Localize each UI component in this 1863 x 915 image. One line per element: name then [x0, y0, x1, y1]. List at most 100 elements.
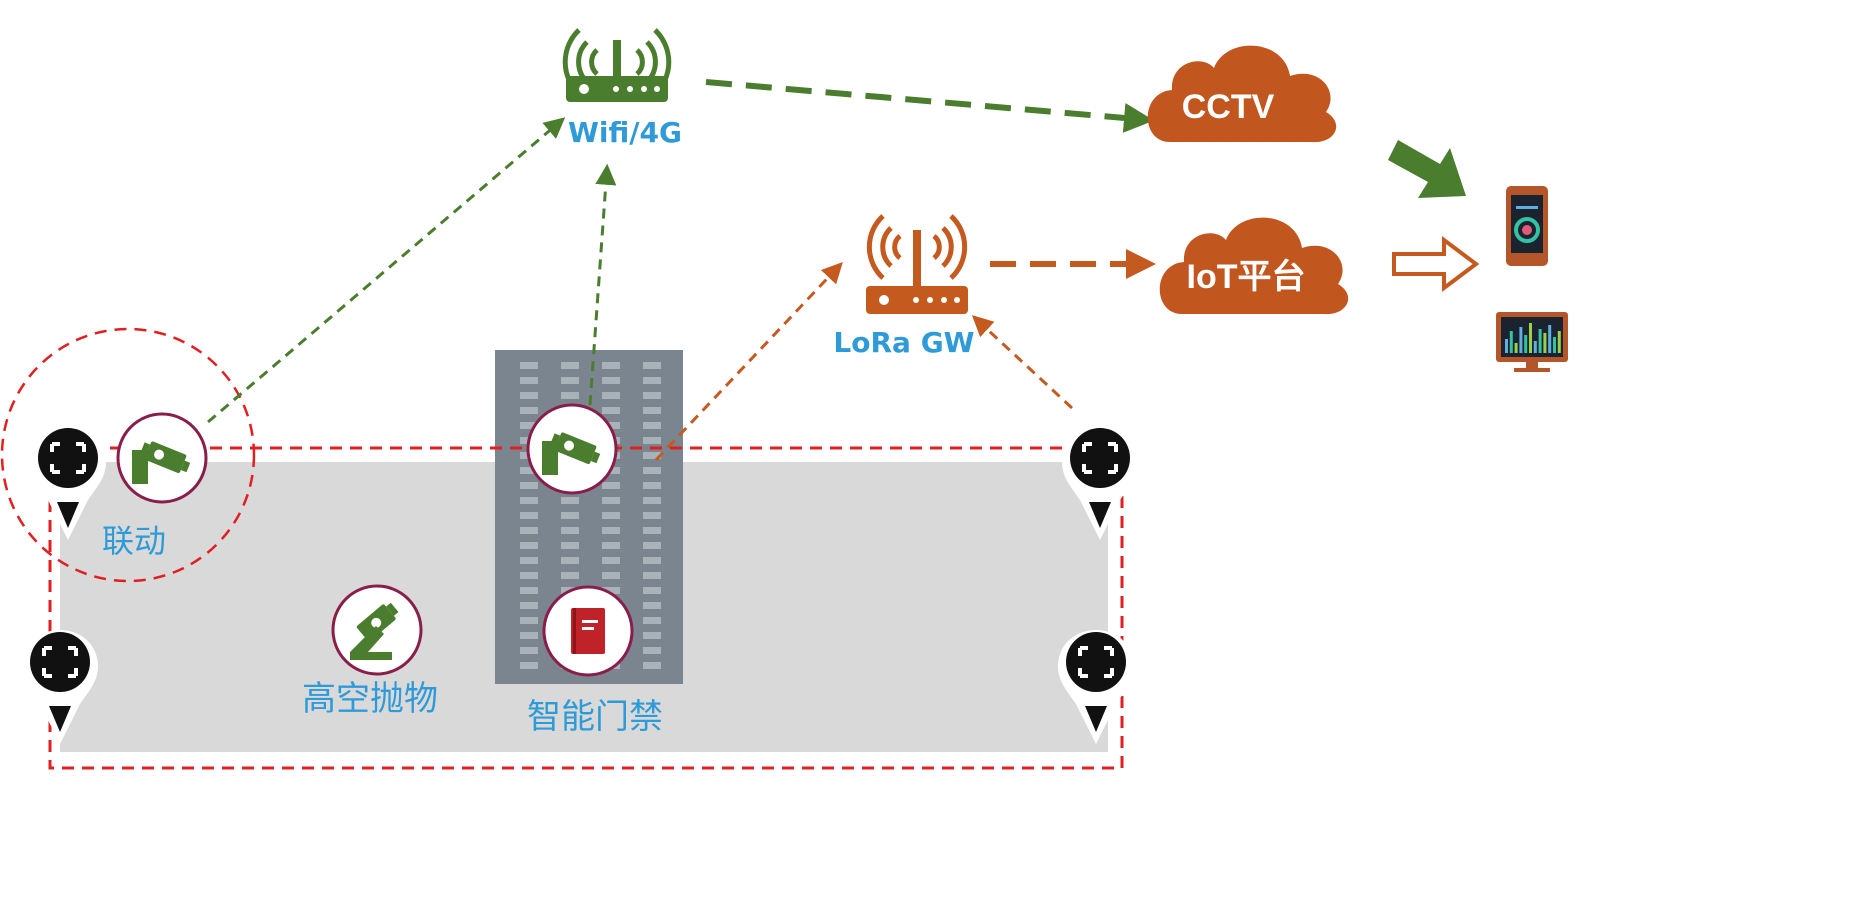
- iot-platform-label: IoT平台: [1187, 258, 1306, 296]
- monitor-bar: [1557, 331, 1561, 353]
- building-window: [602, 512, 620, 519]
- monitor-bar: [1524, 335, 1528, 353]
- building-window: [643, 572, 661, 579]
- building-window: [561, 527, 579, 534]
- building-window: [561, 572, 579, 579]
- building-window: [643, 392, 661, 399]
- monitor-bar: [1514, 343, 1518, 353]
- smartphone-dashboard-icon: [1506, 186, 1548, 266]
- building-window: [602, 587, 620, 594]
- cloud-icon: [1147, 45, 1337, 143]
- building-window: [643, 482, 661, 489]
- cloud-icon: [1159, 217, 1349, 315]
- building-window: [520, 377, 538, 384]
- building-window: [561, 512, 579, 519]
- building-window: [561, 557, 579, 564]
- access-control-label: 智能门禁: [527, 697, 663, 737]
- building-window: [643, 452, 661, 459]
- building-window: [520, 617, 538, 624]
- connection-lines: [207, 79, 1156, 462]
- building-window: [643, 542, 661, 549]
- door-access-icon: [542, 585, 634, 677]
- building-window: [602, 362, 620, 369]
- building-window: [643, 512, 661, 519]
- lora-router-icon: [866, 214, 968, 314]
- building-window: [520, 647, 538, 654]
- building-window: [643, 377, 661, 384]
- building-window: [602, 482, 620, 489]
- building-window: [602, 572, 620, 579]
- building-window: [643, 617, 661, 624]
- monitor-bar: [1529, 323, 1532, 353]
- upward-camera-icon: [331, 584, 423, 676]
- monitor-bar: [1533, 341, 1537, 353]
- building-window: [602, 392, 620, 399]
- link-wifi-to-cctv: [705, 79, 1154, 133]
- building-window: [602, 377, 620, 384]
- linkage-zone-circle: [0, 327, 256, 583]
- building-window: [602, 422, 620, 429]
- arrow-iot-to-devices: [1392, 236, 1480, 292]
- iot-cloud: IoT平台: [1159, 217, 1349, 315]
- monitor-bar: [1543, 333, 1547, 353]
- building-window: [520, 407, 538, 414]
- cctv-camera-icon: [526, 403, 618, 495]
- lora-gateway-label: LoRa GW: [833, 326, 974, 359]
- building-window: [520, 512, 538, 519]
- building-window: [561, 377, 579, 384]
- cctv-cloud: CCTV: [1147, 45, 1337, 143]
- link-building-to-wifi: [588, 163, 617, 406]
- monitor-bar: [1553, 337, 1556, 353]
- building-window: [643, 527, 661, 534]
- monitor-dashboard-icon: [1496, 312, 1568, 372]
- building-window: [561, 542, 579, 549]
- monitor-bar: [1505, 339, 1508, 353]
- building-window: [520, 632, 538, 639]
- building-window: [520, 542, 538, 549]
- building-window: [602, 497, 620, 504]
- building-window: [643, 632, 661, 639]
- building-window: [643, 362, 661, 369]
- building-window: [643, 407, 661, 414]
- building-window: [520, 587, 538, 594]
- building-window: [520, 422, 538, 429]
- building-window: [561, 497, 579, 504]
- wifi-router-icon: [562, 28, 672, 102]
- link-sensor-to-lora: [971, 315, 1074, 410]
- building-window: [602, 407, 620, 414]
- building-window: [520, 392, 538, 399]
- building-window: [520, 497, 538, 504]
- building-window: [520, 527, 538, 534]
- building-window: [643, 587, 661, 594]
- building-window: [520, 572, 538, 579]
- link-camera-to-wifi: [207, 117, 566, 424]
- high-altitude-label: 高空抛物: [302, 679, 438, 719]
- building-window: [643, 497, 661, 504]
- link-building-to-lora: [654, 261, 843, 462]
- building-window: [520, 662, 538, 669]
- cctv-camera-icon: [116, 412, 208, 504]
- building-window: [561, 362, 579, 369]
- linkage-label: 联动: [102, 522, 166, 560]
- wifi-gateway-label: Wifi/4G: [568, 116, 682, 149]
- building-window: [643, 437, 661, 444]
- building-window: [602, 557, 620, 564]
- building-window: [602, 542, 620, 549]
- cctv-label: CCTV: [1182, 88, 1275, 126]
- monitor-bar: [1519, 327, 1523, 353]
- monitor-bar: [1509, 331, 1513, 353]
- building-window: [643, 422, 661, 429]
- building-window: [520, 467, 538, 474]
- building: [495, 350, 683, 684]
- building-window: [520, 482, 538, 489]
- building-window: [520, 602, 538, 609]
- monitor-bar: [1538, 329, 1542, 353]
- building-window: [643, 602, 661, 609]
- monitor-bar: [1548, 325, 1552, 353]
- building-window: [643, 467, 661, 474]
- building-window: [602, 527, 620, 534]
- building-window: [561, 392, 579, 399]
- building-window: [520, 362, 538, 369]
- monitored-area-boundary: [48, 446, 1124, 770]
